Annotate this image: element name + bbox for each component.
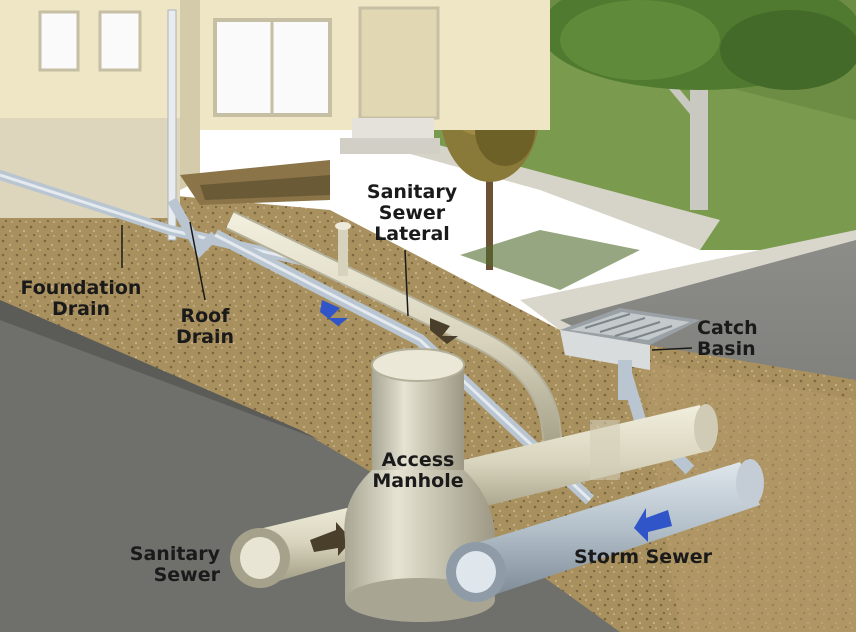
sanitary-main-pipe [420,404,718,520]
sanitary-lateral-leader [404,249,409,317]
sanitary-lateral-label-line1: Sanitary [366,181,458,203]
sidewalk [360,140,720,250]
sanitary-sewer-label-line2: Sewer [153,564,220,586]
storm-sewer-label: Storm Sewer [574,546,712,568]
catch-basin-label: Catch Basin [697,318,787,360]
sanitary-lateral-flow-arrow [430,318,458,344]
tree-large [540,0,856,210]
storm-sewer-flow-arrow [634,508,672,542]
roof-drain-pipe [167,197,219,259]
access-manhole-label: Access Manhole [356,450,480,492]
catch-basin-label-line1: Catch [697,317,758,339]
roof-drain-label-line1: Roof [180,305,230,327]
sanitary-sewer-label: Sanitary Sewer [108,544,220,586]
sanitary-lateral-label-line2: Sewer [378,202,446,224]
access-manhole-label-line2: Manhole [372,470,464,492]
roof-drain-leader [189,221,206,301]
sanitary-sewer-flow-arrow [310,522,352,556]
roof-drain-label: Roof Drain [168,306,242,348]
foundation-drain-label: Foundation Drain [14,278,148,320]
access-manhole-label-line1: Access [381,449,455,471]
foundation-drain-label-line2: Drain [51,298,110,320]
house [0,0,550,241]
storm-lateral-flow-arrow [320,300,348,326]
catch-basin-label-line2: Basin [697,338,756,360]
sanitary-sewer-label-line1: Sanitary [129,543,220,565]
foundation-drain-label-line1: Foundation [20,277,142,299]
catch-basin-leader [651,347,693,351]
roof-drain-label-line2: Drain [175,326,234,348]
sanitary-lateral-label-line3: Lateral [374,223,450,245]
storm-sewer-pipe [446,459,764,602]
sanitary-sewer-lateral-label: Sanitary Sewer Lateral [360,182,464,245]
